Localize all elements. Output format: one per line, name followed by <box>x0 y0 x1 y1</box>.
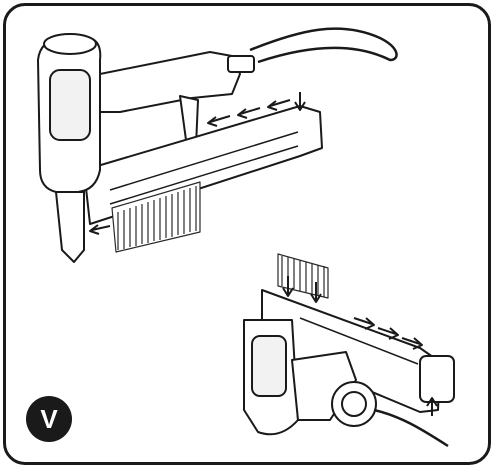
step-badge: V <box>26 396 72 442</box>
nose-top <box>55 191 85 263</box>
exhaust-cap-top <box>43 33 97 55</box>
air-hose-bottom <box>373 408 449 448</box>
head-grip-top <box>49 69 91 141</box>
head-grip-bottom <box>251 335 287 397</box>
air-fitting-top <box>227 55 255 73</box>
end-cap-bottom <box>419 355 455 403</box>
magazine-slot-bottom <box>299 317 419 365</box>
nailer-bottom-view <box>243 253 455 448</box>
insert-arrows-bottom <box>282 276 438 416</box>
staple-strip-top <box>111 181 201 253</box>
step-label: V <box>40 403 58 434</box>
air-hose-top <box>249 27 398 64</box>
nailer-side-view <box>37 27 398 263</box>
insert-arrows-top <box>89 92 306 235</box>
magazine-slot-top-2 <box>109 145 299 205</box>
magazine-slot-top <box>109 131 299 191</box>
handle-top <box>79 51 241 113</box>
